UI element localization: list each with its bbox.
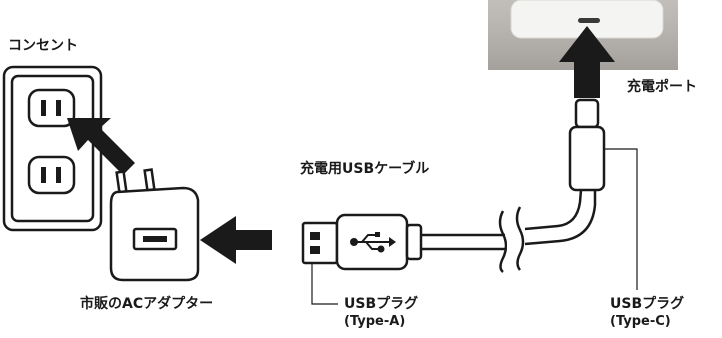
charge-port-label: 充電ポート: [627, 79, 697, 95]
arrow-into-adapter-icon: [200, 216, 272, 264]
usb-a-contacts: [310, 232, 320, 254]
usb-icon: [350, 232, 396, 253]
ac-adapter: [109, 168, 200, 282]
cable: [421, 189, 597, 273]
cable-label: 充電用USBケーブル: [300, 161, 430, 177]
leader-lines: [311, 148, 638, 305]
adapter-label: 市販のACアダプター: [80, 296, 214, 312]
wall-outlet: [2, 65, 103, 232]
arrow-up-to-port-icon: [559, 26, 615, 98]
outlet-label: コンセント: [8, 38, 78, 54]
cable-break-gap: [507, 226, 517, 251]
usb-c-label: USBプラグ: [610, 296, 685, 312]
arrow-to-outlet-icon: [67, 118, 135, 175]
outlet-slots: [41, 100, 61, 183]
usb-a-label: USBプラグ: [344, 296, 419, 312]
usb-c-plug: [568, 98, 606, 192]
usb-c-type-label: (Type-C): [610, 314, 671, 329]
usb-a-type-label: (Type-A): [344, 314, 406, 329]
